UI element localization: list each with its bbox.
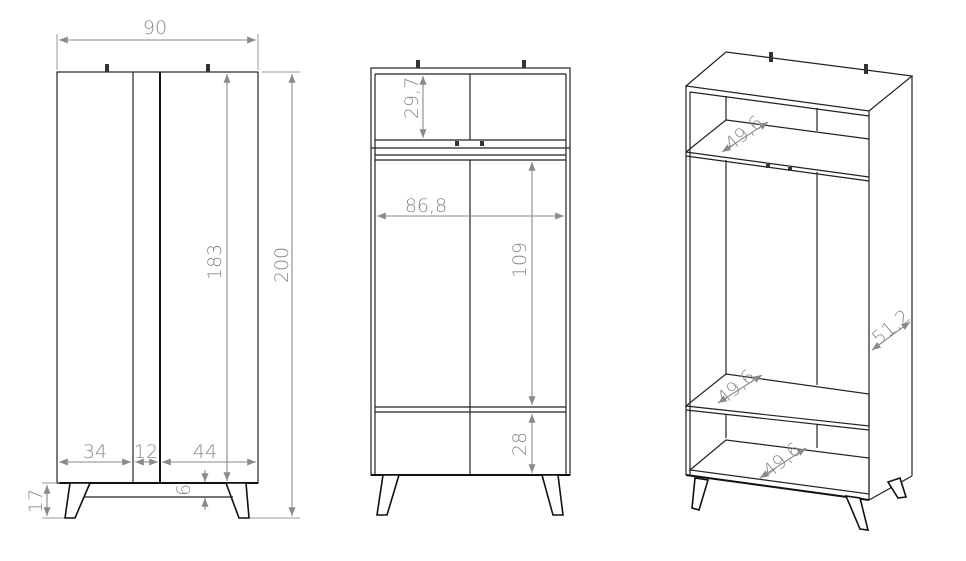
dim-left-door: 34 xyxy=(83,441,107,463)
hanger-bracket-icon xyxy=(864,64,868,74)
dim-door-height: 183 xyxy=(204,244,226,280)
leg xyxy=(376,474,401,516)
top-panel xyxy=(684,51,914,112)
isometric-view: 49,6 51,2 49,6 49,6 xyxy=(684,51,915,531)
dim-leg-height: 17 xyxy=(25,489,47,513)
hanger-bracket-icon xyxy=(416,60,420,68)
hanger-bracket-icon xyxy=(206,64,210,72)
handle-icon xyxy=(455,141,459,146)
dim-top-compartment: 29,7 xyxy=(401,77,423,119)
leg xyxy=(64,482,92,519)
dim-rail-height: 6 xyxy=(173,484,195,496)
dim-hanging-height: 109 xyxy=(509,242,531,278)
handle-icon xyxy=(766,164,770,168)
leg xyxy=(844,495,870,531)
dim-right-door: 44 xyxy=(193,441,217,463)
leg xyxy=(691,477,710,511)
leg xyxy=(886,476,908,499)
handle-icon xyxy=(788,167,792,171)
front-view: 90 200 183 34 12 44 17 6 xyxy=(25,17,300,519)
dim-side-depth: 51,2 xyxy=(868,305,915,349)
handle-icon xyxy=(480,141,484,146)
hanger-bracket-icon xyxy=(105,64,109,72)
leg xyxy=(540,474,564,516)
hanger-bracket-icon xyxy=(769,52,773,62)
open-front-view: 29,7 86,8 109 28 xyxy=(370,60,571,516)
lower-shelf xyxy=(684,373,870,427)
dim-inner-width: 86,8 xyxy=(405,195,447,217)
dim-total-width: 90 xyxy=(143,17,167,39)
wardrobe-body xyxy=(56,71,259,484)
dim-bottom-compartment: 28 xyxy=(509,432,531,456)
hanger-bracket-icon xyxy=(522,60,526,68)
dim-middle-strip: 12 xyxy=(134,441,158,463)
dim-lower-shelf-depth: 49,6 xyxy=(713,365,760,409)
leg xyxy=(224,482,250,519)
dim-total-height: 200 xyxy=(271,247,293,283)
bottom-panel xyxy=(688,439,870,495)
